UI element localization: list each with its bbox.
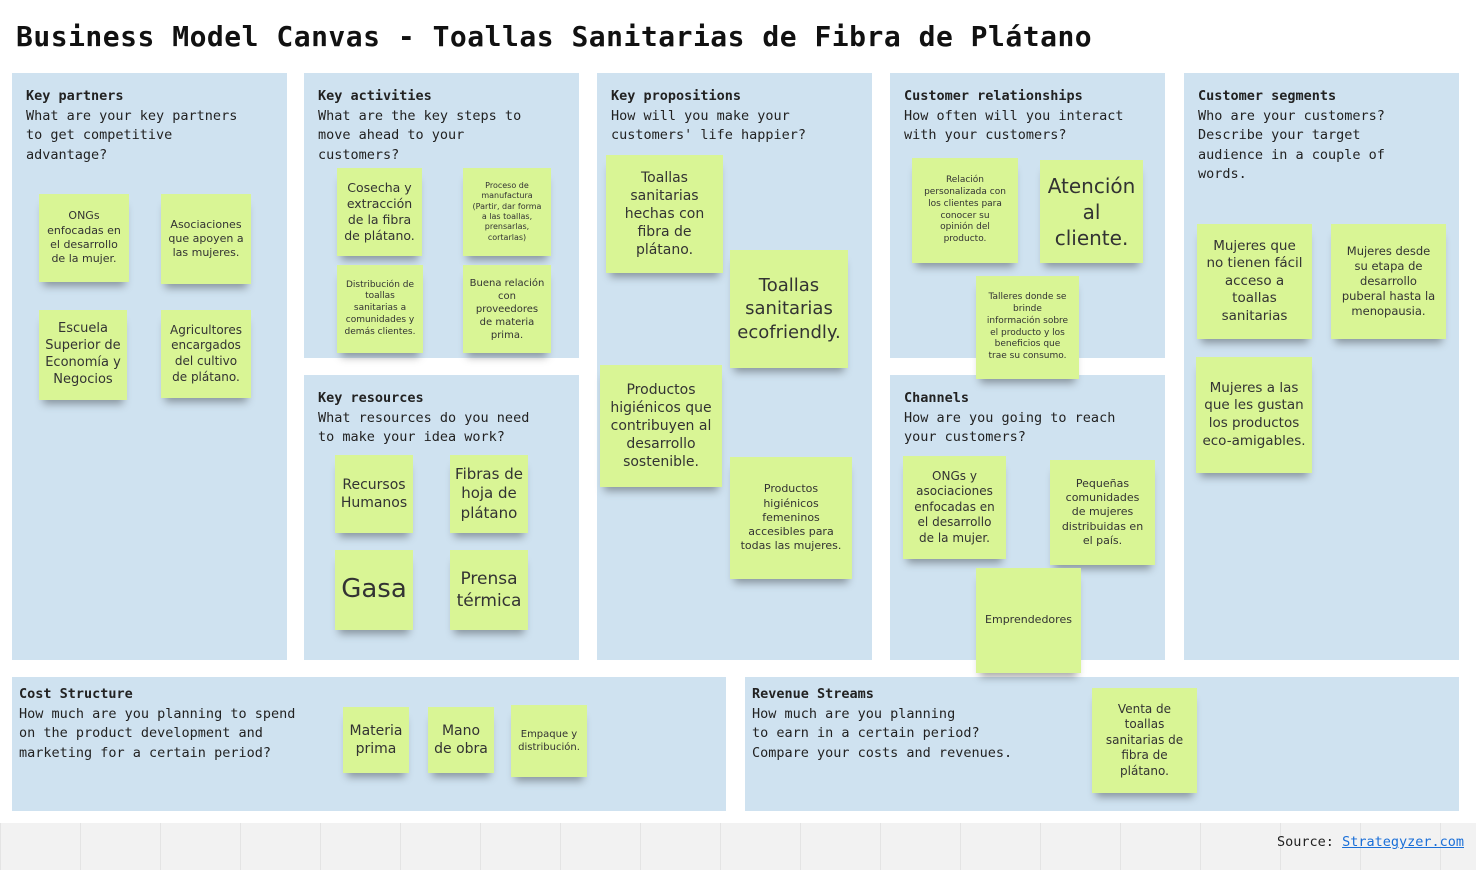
sticky-note[interactable]: ONGs enfocadas en el desarrollo de la mu… xyxy=(39,194,129,282)
panel-title: Customer relationships xyxy=(904,88,1083,104)
sticky-note[interactable]: Productos higiénicos que contribuyen al … xyxy=(600,365,722,487)
panel-desc: What resources do you need to make your … xyxy=(318,409,530,446)
sticky-note[interactable]: Materia prima xyxy=(343,707,409,773)
sticky-note[interactable]: Toallas sanitarias ecofriendly. xyxy=(730,250,848,368)
sticky-note[interactable]: Buena relación con proveedores de materi… xyxy=(463,265,551,353)
sticky-note[interactable]: Venta de toallas sanitarias de fibra de … xyxy=(1092,688,1197,793)
sticky-note[interactable]: Recursos Humanos xyxy=(335,455,413,533)
sticky-note[interactable]: Mano de obra xyxy=(428,707,494,773)
panel-title: Revenue Streams xyxy=(752,686,874,702)
panel-title: Key resources xyxy=(318,390,424,406)
sticky-note[interactable]: Empaque y distribución. xyxy=(511,705,587,777)
panel-desc: How often will you interact with your cu… xyxy=(904,107,1124,144)
panel-desc: What are your key partners to get compet… xyxy=(26,107,238,163)
panel-desc: How much are you planning to spend on th… xyxy=(19,705,296,761)
sticky-note[interactable]: Agricultores encargados del cultivo de p… xyxy=(161,310,251,398)
panel-desc: What are the key steps to move ahead to … xyxy=(318,107,522,163)
sticky-note[interactable]: Mujeres desde su etapa de desarrollo pub… xyxy=(1331,224,1446,339)
sticky-note[interactable]: Emprendedores xyxy=(976,568,1081,673)
sticky-note[interactable]: Mujeres a las que les gustan los product… xyxy=(1196,357,1312,473)
panel-desc: How much are you planning to earn in a c… xyxy=(752,705,1013,761)
sticky-note[interactable]: Relación personalizada con los clientes … xyxy=(912,158,1018,263)
sticky-note[interactable]: Cosecha y extracción de la fibra de plát… xyxy=(337,168,422,256)
source-credit: Source: Strategyzer.com xyxy=(1277,834,1464,850)
panel-desc: Who are your customers? Describe your ta… xyxy=(1198,107,1385,183)
sticky-note[interactable]: Atención al cliente. xyxy=(1040,160,1143,263)
sticky-note[interactable]: ONGs y asociaciones enfocadas en el desa… xyxy=(903,456,1006,559)
page-title: Business Model Canvas - Toallas Sanitari… xyxy=(16,20,1093,53)
panel-title: Channels xyxy=(904,390,970,406)
panel-title: Cost Structure xyxy=(19,686,133,702)
sticky-note[interactable]: Prensa térmica xyxy=(450,550,528,630)
sticky-note[interactable]: Mujeres que no tienen fácil acceso a toa… xyxy=(1197,224,1312,339)
sticky-note[interactable]: Escuela Superior de Economía y Negocios xyxy=(39,310,127,400)
sticky-note[interactable]: Pequeñas comunidades de mujeres distribu… xyxy=(1050,460,1155,565)
sticky-note[interactable]: Asociaciones que apoyen a las mujeres. xyxy=(161,194,251,284)
panel-title: Key partners xyxy=(26,88,124,104)
source-label: Source: xyxy=(1277,834,1334,850)
panel-title: Key propositions xyxy=(611,88,742,104)
sticky-note[interactable]: Fibras de hoja de plátano xyxy=(450,455,528,533)
sticky-note[interactable]: Proceso de manufactura (Partir, dar form… xyxy=(463,168,551,256)
panel-title: Key activities xyxy=(318,88,432,104)
sticky-note[interactable]: Distribución de toallas sanitarias a com… xyxy=(337,265,423,353)
panel-desc: How will you make your customers' life h… xyxy=(611,107,807,144)
sticky-note[interactable]: Toallas sanitarias hechas con fibra de p… xyxy=(606,155,723,273)
source-link[interactable]: Strategyzer.com xyxy=(1342,834,1464,850)
sticky-note[interactable]: Talleres donde se brinde información sob… xyxy=(976,276,1079,379)
sticky-note[interactable]: Productos higiénicos femeninos accesible… xyxy=(730,457,852,579)
panel-desc: How are you going to reach your customer… xyxy=(904,409,1116,446)
footer-bar xyxy=(0,823,1476,870)
panel-title: Customer segments xyxy=(1198,88,1337,104)
sticky-note[interactable]: Gasa xyxy=(335,550,413,630)
